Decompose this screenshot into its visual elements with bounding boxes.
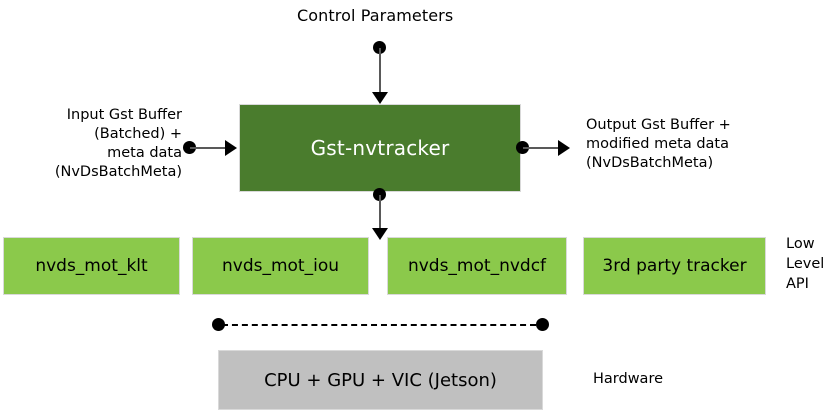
control-parameters-node-dot [373, 41, 386, 54]
input-arrow-icon [225, 140, 237, 156]
control-parameters-label: Control Parameters [297, 6, 454, 25]
hardware-block[interactable]: CPU + GPU + VIC (Jetson) [218, 350, 543, 410]
hardware-dashed-line [222, 324, 536, 326]
gst-nvtracker-label: Gst-nvtracker [310, 136, 450, 160]
output-buffer-label: Output Gst Buffer + modified meta data (… [586, 117, 731, 171]
control-parameters-connector-line [379, 48, 381, 96]
hardware-link-dot-left [212, 318, 225, 331]
output-connector-line [523, 147, 559, 149]
low-level-node-dot [373, 188, 386, 201]
gst-nvtracker-block[interactable]: Gst-nvtracker [239, 104, 521, 192]
low-level-connector-line [379, 195, 381, 231]
low-level-box-nvds-mot-klt[interactable]: nvds_mot_klt [3, 237, 180, 295]
hardware-link-dot-right [536, 318, 549, 331]
output-node-dot [516, 141, 529, 154]
output-arrow-icon [558, 140, 570, 156]
input-connector-line [190, 147, 226, 149]
low-level-box-label: 3rd party tracker [602, 256, 747, 276]
input-buffer-label: Input Gst Buffer (Batched) + meta data (… [54, 107, 182, 180]
low-level-box-label: nvds_mot_nvdcf [407, 256, 547, 276]
low-level-arrow-icon [372, 228, 388, 240]
input-node-dot [183, 141, 196, 154]
low-level-box-nvds-mot-iou[interactable]: nvds_mot_iou [192, 237, 369, 295]
low-level-box-nvds-mot-nvdcf[interactable]: nvds_mot_nvdcf [387, 237, 567, 295]
hardware-block-label: CPU + GPU + VIC (Jetson) [264, 369, 497, 391]
low-level-box-label: nvds_mot_iou [221, 256, 339, 276]
low-level-api-caption: Low Level API [786, 236, 825, 292]
low-level-box-3rd-party-tracker[interactable]: 3rd party tracker [583, 237, 766, 295]
low-level-box-label: nvds_mot_klt [35, 256, 148, 276]
hardware-caption: Hardware [593, 371, 664, 387]
control-parameters-arrow-icon [372, 92, 388, 104]
